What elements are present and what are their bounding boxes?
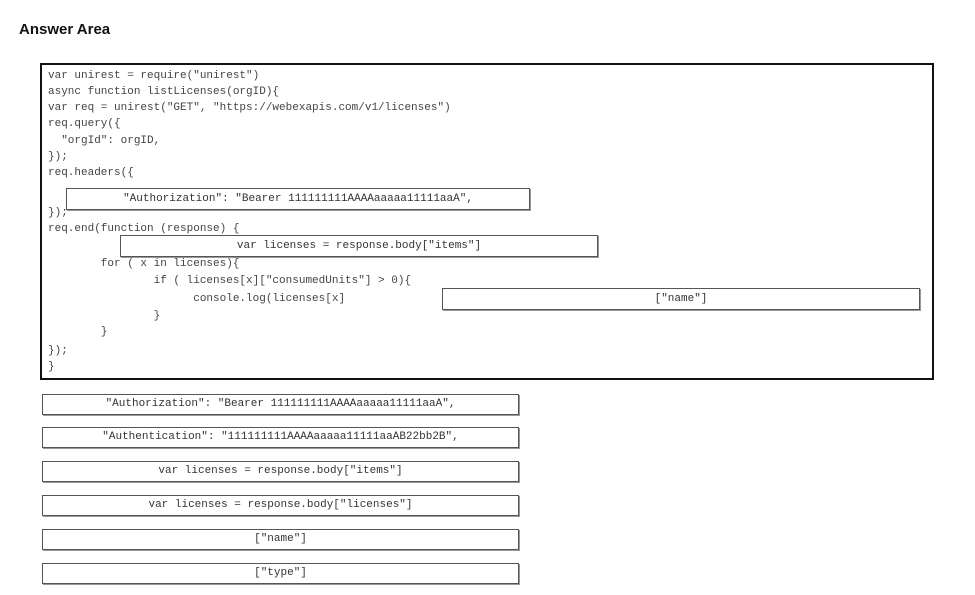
code-line: req.query({ (48, 118, 121, 130)
code-line: }); (48, 151, 68, 163)
code-line: var unirest = require("unirest") (48, 70, 260, 82)
option-authorization[interactable]: "Authorization": "Bearer 111111111AAAAaa… (42, 394, 519, 415)
option-name[interactable]: ["name"] (42, 529, 519, 550)
code-line: } (48, 326, 108, 338)
code-line: req.headers({ (48, 167, 134, 179)
code-line: async function listLicenses(orgID){ (48, 86, 280, 98)
option-body-items[interactable]: var licenses = response.body["items"] (42, 461, 519, 482)
option-type[interactable]: ["type"] (42, 563, 519, 584)
code-line: var req = unirest("GET", "https://webexa… (48, 102, 451, 114)
drop-slot-header[interactable]: "Authorization": "Bearer 111111111AAAAaa… (66, 188, 530, 210)
code-line: for ( x in licenses){ (48, 258, 240, 270)
code-line: } (48, 310, 161, 322)
drop-slot-field[interactable]: ["name"] (442, 288, 920, 310)
drop-slot-licenses[interactable]: var licenses = response.body["items"] (120, 235, 598, 257)
code-line: }); (48, 207, 68, 219)
code-line: }); (48, 345, 68, 357)
code-line: console.log(licenses[x] (48, 293, 346, 305)
code-line: "orgId": orgID, (48, 135, 161, 147)
option-body-licenses[interactable]: var licenses = response.body["licenses"] (42, 495, 519, 516)
answer-area-title: Answer Area (19, 21, 111, 38)
code-line: req.end(function (response) { (48, 223, 240, 235)
code-line: if ( licenses[x]["consumedUnits"] > 0){ (48, 275, 412, 287)
option-authentication[interactable]: "Authentication": "111111111AAAAaaaaa111… (42, 427, 519, 448)
code-panel: var unirest = require("unirest") async f… (40, 63, 934, 380)
code-line: } (48, 361, 55, 373)
